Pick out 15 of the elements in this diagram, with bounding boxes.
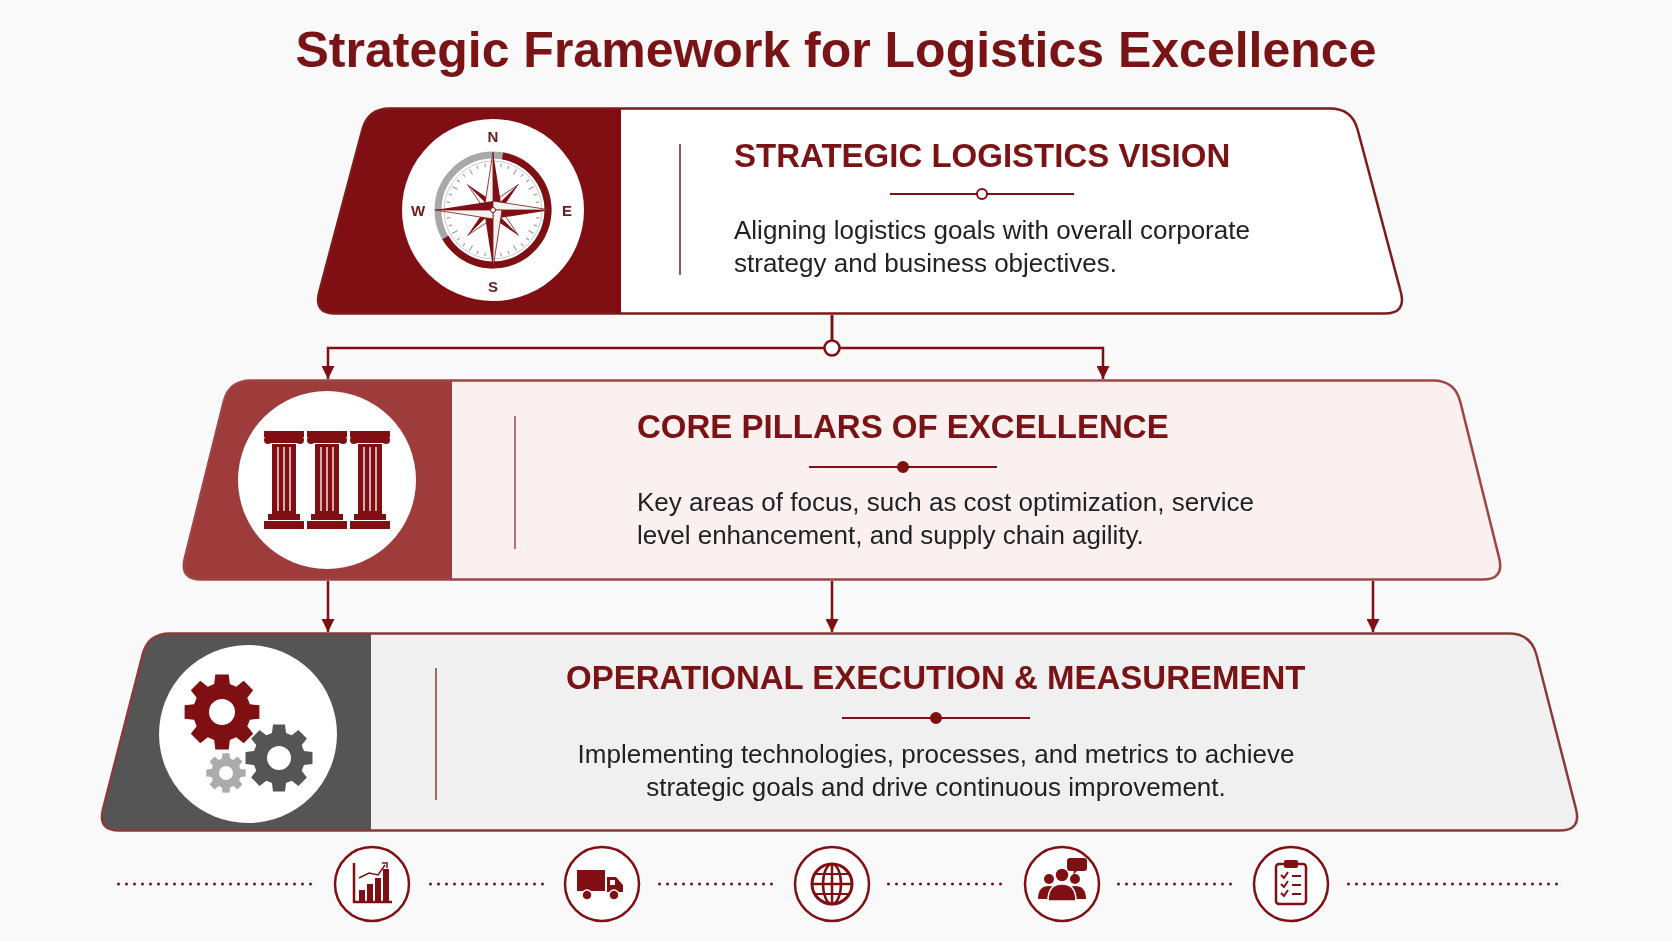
compass-letter: E: [562, 202, 572, 218]
tier-description: Key areas of focus, such as cost optimization, service level enhancement, and supply chain agility.: [637, 486, 1256, 552]
tier-heading: OPERATIONAL EXECUTION & MEASUREMENT: [566, 659, 1306, 697]
tier-description: Implementing technologies, processes, and metrics to achieve strategic goals and drive continuous improvement.: [576, 738, 1296, 804]
arrow: [1366, 581, 1380, 632]
tier-description: Aligning logistics goals with overall corporate strategy and business objectives.: [734, 214, 1251, 280]
arrow: [825, 581, 839, 632]
compass-letter: W: [410, 202, 426, 218]
arrow: [830, 315, 1110, 379]
tier-heading: CORE PILLARS OF EXCELLENCE: [637, 408, 1169, 446]
title: Strategic Framework for Logistics Excellence: [295, 21, 1377, 80]
compass-letter: N: [487, 128, 499, 144]
arrow: [321, 581, 335, 632]
compass-letter: S: [488, 278, 498, 294]
tier-heading: STRATEGIC LOGISTICS VISION: [734, 137, 1231, 175]
